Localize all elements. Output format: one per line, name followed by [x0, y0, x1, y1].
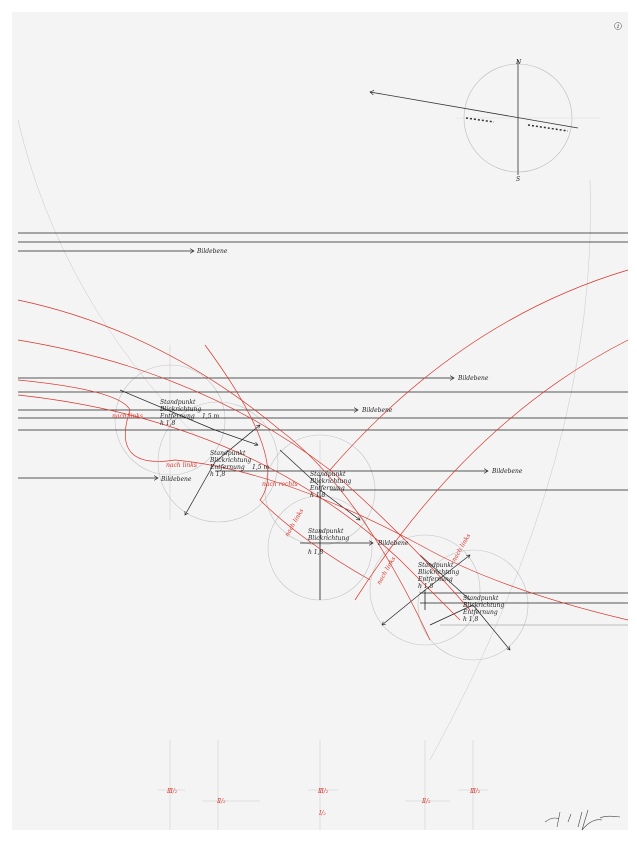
bottom-marks	[158, 789, 488, 802]
picture-plane-lines	[18, 232, 628, 626]
standpoint-label: Standpunkt	[160, 399, 196, 406]
bend-label: nach links	[284, 508, 306, 538]
view-arrows	[119, 389, 510, 650]
labels: Bildebene Bildebene Bildebene Bildebene …	[112, 248, 523, 623]
standpoint-label: Standpunkt	[418, 562, 454, 569]
north-label: N	[515, 59, 522, 66]
distance-value: 1,5 m	[202, 413, 219, 420]
distance-label: Entfernung	[417, 576, 453, 583]
south-label: S	[516, 176, 520, 183]
bottom-mark: Ⅲ/₂	[317, 788, 329, 795]
eye-height-label: h 1,8	[160, 420, 175, 427]
bottom-mark: Ⅲ/₂	[166, 788, 178, 795]
picture-plane-label: Bildebene	[491, 468, 523, 475]
page-number-circle	[614, 22, 622, 30]
view-direction-label: Blickrichtung	[309, 478, 351, 485]
bend-right-label: nach rechts	[262, 481, 298, 488]
orientation-arrow	[370, 92, 579, 129]
red-path-curves	[17, 269, 629, 641]
guide-arcs	[17, 119, 591, 830]
distance-label: Entfernung	[209, 464, 245, 471]
picture-plane-label: Bildebene	[457, 375, 489, 382]
distance-label: Entfernung	[462, 609, 498, 616]
standpoint-label: Standpunkt	[310, 471, 346, 478]
picture-plane-label: Bildebene	[361, 407, 393, 414]
bottom-mark: Ⅲ/₂	[469, 788, 481, 795]
compass: N S	[370, 59, 600, 183]
signature	[544, 809, 621, 831]
distance-value: 1,5 m	[252, 464, 269, 471]
bend-label: nach links	[166, 462, 197, 469]
bend-label: nach links	[112, 413, 143, 420]
eye-height-label: h 1,8	[210, 471, 225, 478]
drawing-sheet	[12, 12, 628, 830]
eye-height-label: h 1,8	[310, 492, 325, 499]
standpoint-label: Standpunkt	[463, 595, 499, 602]
eye-height-label: h 1,8	[463, 616, 478, 623]
bottom-mark: Ⅱ/₂	[421, 798, 431, 805]
distance-label: Entfernung	[309, 485, 345, 492]
standpoint-label: Standpunkt	[210, 450, 246, 457]
picture-plane-label: Bildebene	[160, 476, 192, 483]
eye-height-label: h 1,8	[308, 549, 323, 556]
bend-label: nach links	[451, 533, 473, 563]
view-direction-label: Blickrichtung	[209, 457, 251, 464]
bottom-mark: Ⅱ/₂	[216, 798, 226, 805]
page-number: 1	[617, 24, 620, 30]
bottom-mark: Ⅰ/₂	[318, 810, 326, 817]
view-direction-label: Blickrichtung	[462, 602, 504, 609]
view-direction-label: Blickrichtung	[307, 535, 349, 542]
standpoint-label: Standpunkt	[308, 528, 344, 535]
distance-label: Entfernung	[159, 413, 195, 420]
view-direction-label: Blickrichtung	[417, 569, 459, 576]
eye-height-label: h 1,8	[418, 583, 433, 590]
picture-plane-label: Bildebene	[196, 248, 228, 255]
picture-plane-label: Bildebene	[377, 540, 409, 547]
view-direction-label: Blickrichtung	[159, 406, 201, 413]
